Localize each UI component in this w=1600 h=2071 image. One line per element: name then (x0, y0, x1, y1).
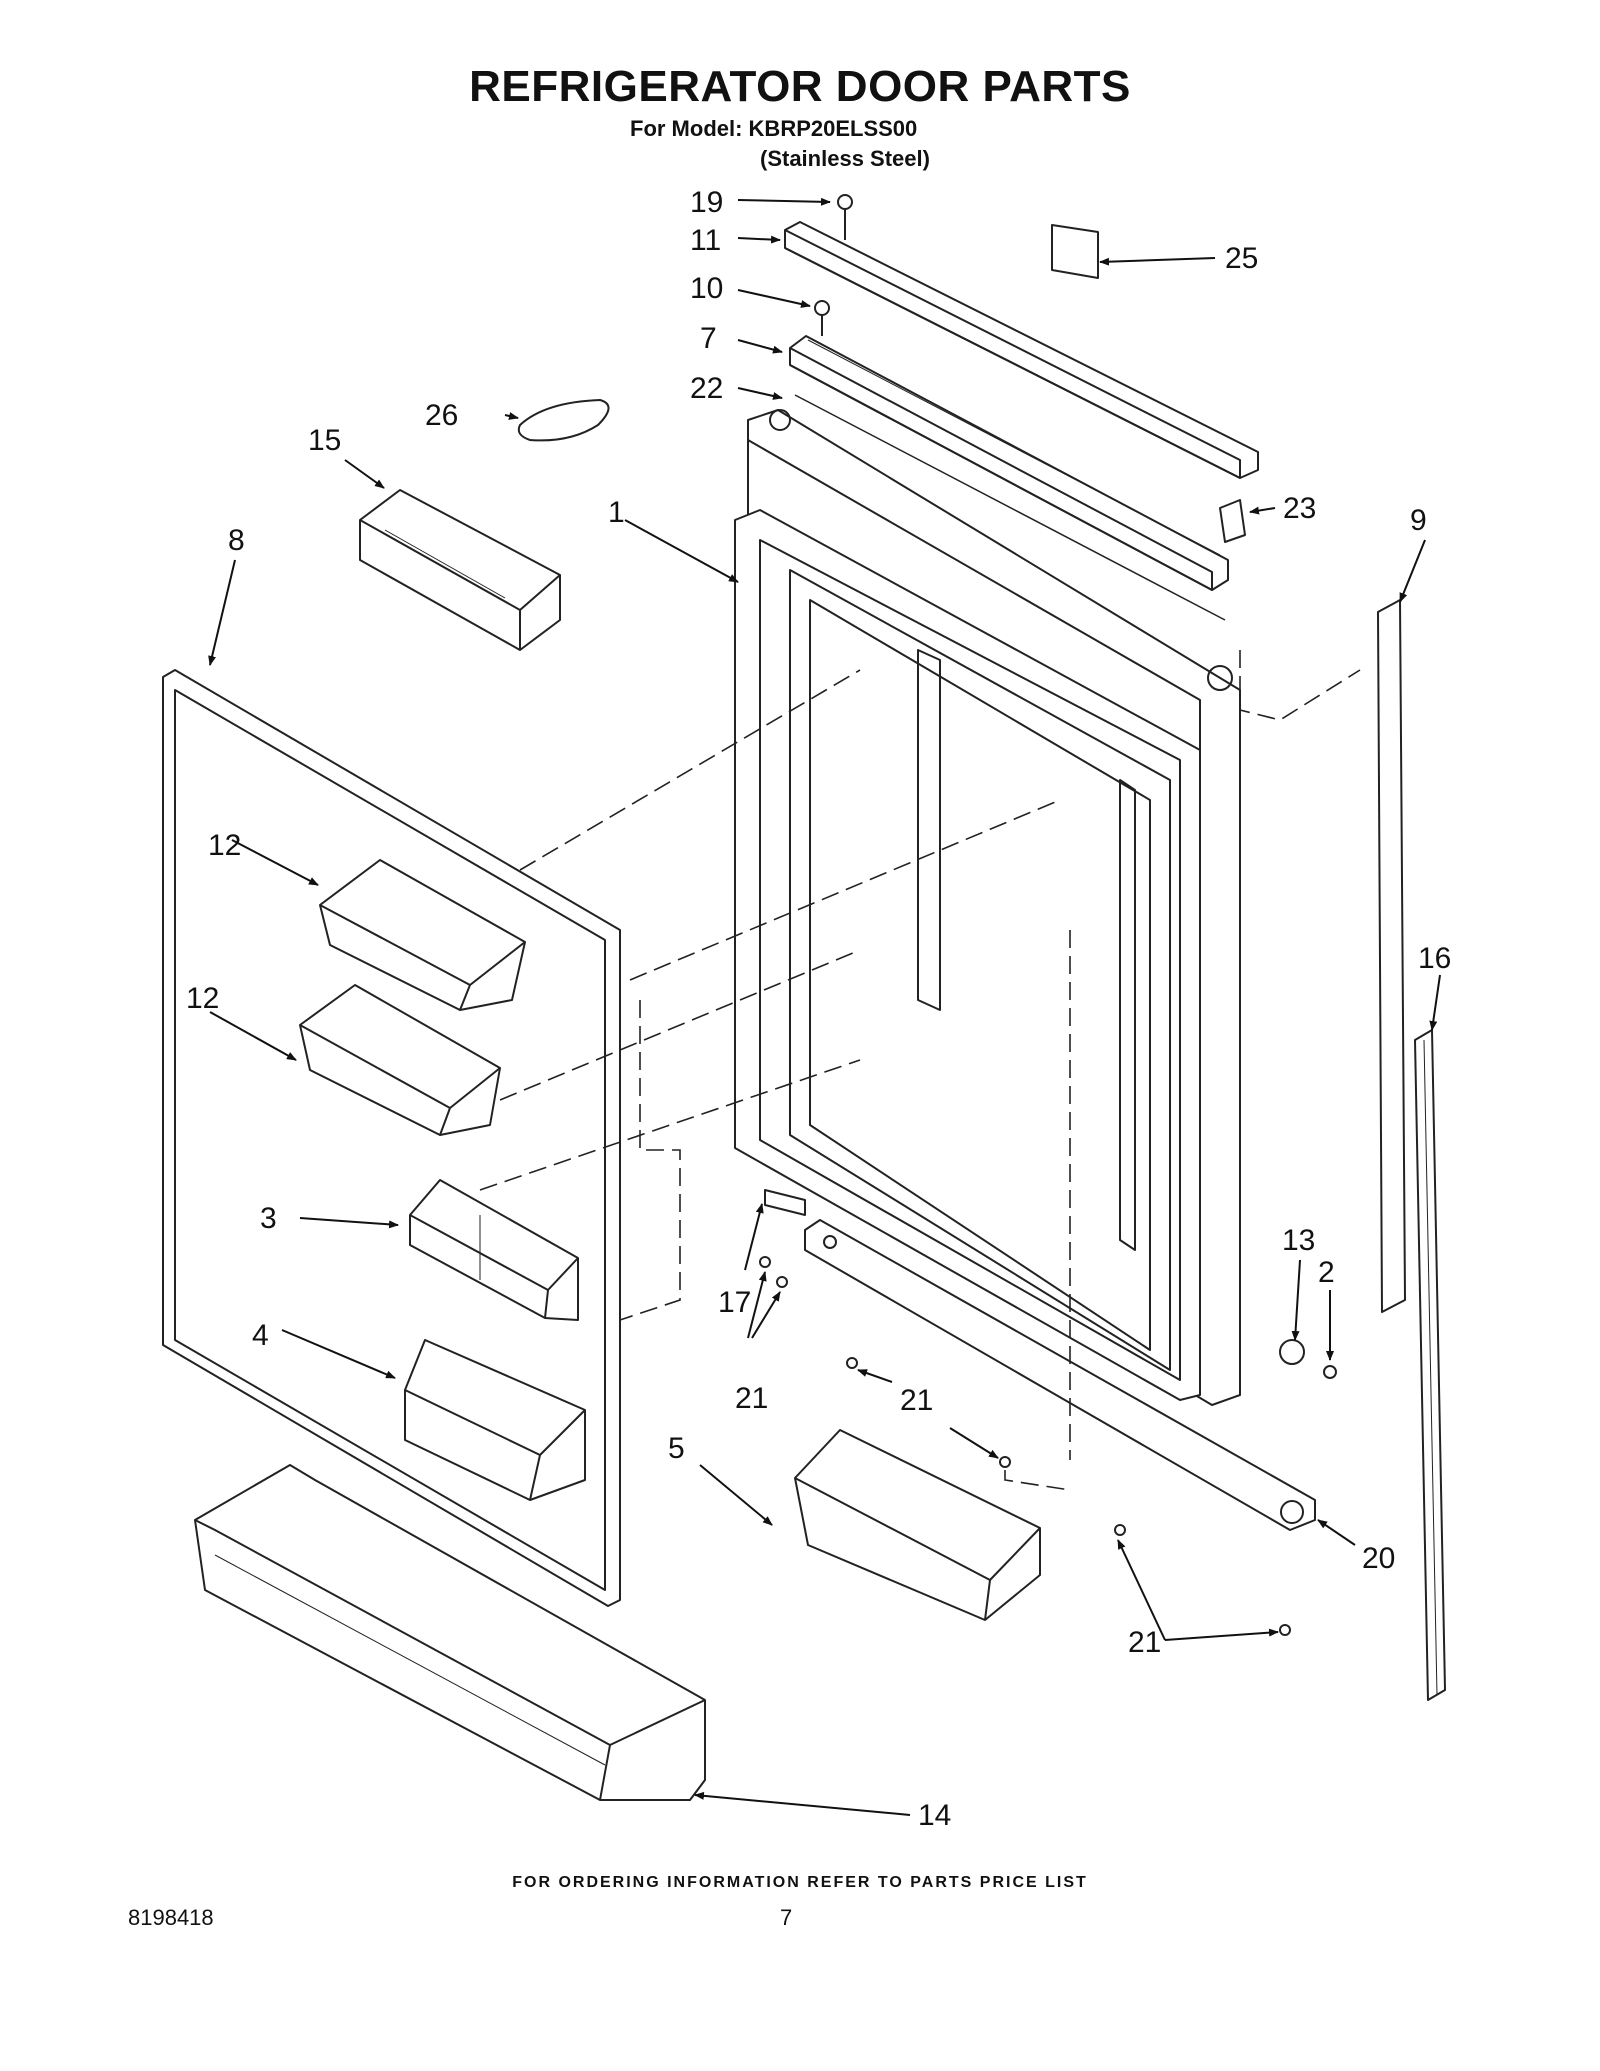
part-21-screw-b (776, 1276, 788, 1288)
part-21-screw-d (999, 1456, 1011, 1468)
callout-17: 17 (718, 1286, 751, 1319)
callout-25: 25 (1225, 242, 1258, 275)
callout-7: 7 (700, 322, 717, 355)
callout-23: 23 (1283, 492, 1316, 525)
part-10-screw (814, 300, 830, 336)
callout-26: 26 (425, 399, 458, 432)
part-21-screw-a (759, 1256, 771, 1268)
part-5-bin (794, 1429, 1041, 1621)
callout-16: 16 (1418, 942, 1451, 975)
callout-12-upper: 12 (208, 829, 241, 862)
part-19-screw (837, 194, 853, 240)
callout-21-right: 21 (1128, 1626, 1161, 1659)
part-22-seal-strip (794, 394, 1226, 621)
part-8-outer-door-panel (162, 669, 621, 1607)
ordering-note: FOR ORDERING INFORMATION REFER TO PARTS … (512, 1874, 1088, 1891)
part-14-bottom-bin (194, 1464, 706, 1801)
part-21-screw-f (1279, 1624, 1291, 1636)
callout-12-lower: 12 (186, 982, 219, 1015)
part-21-screw-c (846, 1357, 858, 1369)
callout-21-middle: 21 (900, 1384, 933, 1417)
part-7-door-channel (789, 335, 1229, 591)
part-12-bin-lower (299, 984, 501, 1136)
part-11-top-trim (784, 221, 1259, 479)
part-9-side-trim (1377, 599, 1406, 1313)
callout-10: 10 (690, 272, 723, 305)
callout-2: 2 (1318, 1256, 1335, 1289)
part-26-ring (517, 399, 610, 442)
part-17-bracket (764, 1189, 806, 1216)
callout-4: 4 (252, 1319, 269, 1352)
part-16-long-trim (1414, 1029, 1446, 1701)
part-1-door-gasket-frame (734, 409, 1241, 1406)
variant-line: (Stainless Steel) (760, 146, 930, 171)
part-13-cam (1279, 1339, 1305, 1365)
page-title: REFRIGERATOR DOOR PARTS (469, 62, 1131, 111)
part-23-bushing (1219, 499, 1246, 543)
callout-11: 11 (690, 224, 721, 257)
callout-15: 15 (308, 424, 341, 457)
part-2-screw (1323, 1365, 1337, 1379)
callout-20: 20 (1362, 1542, 1395, 1575)
leader-arrows (208, 197, 1441, 1816)
callout-22: 22 (690, 372, 723, 405)
part-15-ice-tray (359, 489, 561, 651)
callout-9: 9 (1410, 504, 1427, 537)
assembly-guide-lines (479, 650, 1361, 1491)
callout-21-left: 21 (735, 1382, 768, 1415)
callout-19: 19 (690, 186, 723, 219)
part-25-label (1051, 224, 1099, 279)
callout-14: 14 (918, 1799, 951, 1832)
part-12-bin-upper (319, 859, 526, 1011)
callout-5: 5 (668, 1432, 685, 1465)
callout-8: 8 (228, 524, 245, 557)
part-21-screw-e (1114, 1524, 1126, 1536)
callout-labels: 19 11 10 7 22 25 26 15 23 1 9 8 12 12 16… (186, 186, 1451, 1832)
model-line: For Model: KBRP20ELSS00 (630, 116, 918, 141)
part-4-dispenser-bin (404, 1339, 586, 1501)
part-3-dispenser (409, 1179, 579, 1321)
callout-13: 13 (1282, 1224, 1315, 1257)
part-20-hinge-bracket (804, 1219, 1316, 1531)
callout-3: 3 (260, 1202, 277, 1235)
page-number: 7 (780, 1905, 793, 1930)
callout-1: 1 (608, 496, 625, 529)
document-number: 8198418 (128, 1905, 214, 1930)
